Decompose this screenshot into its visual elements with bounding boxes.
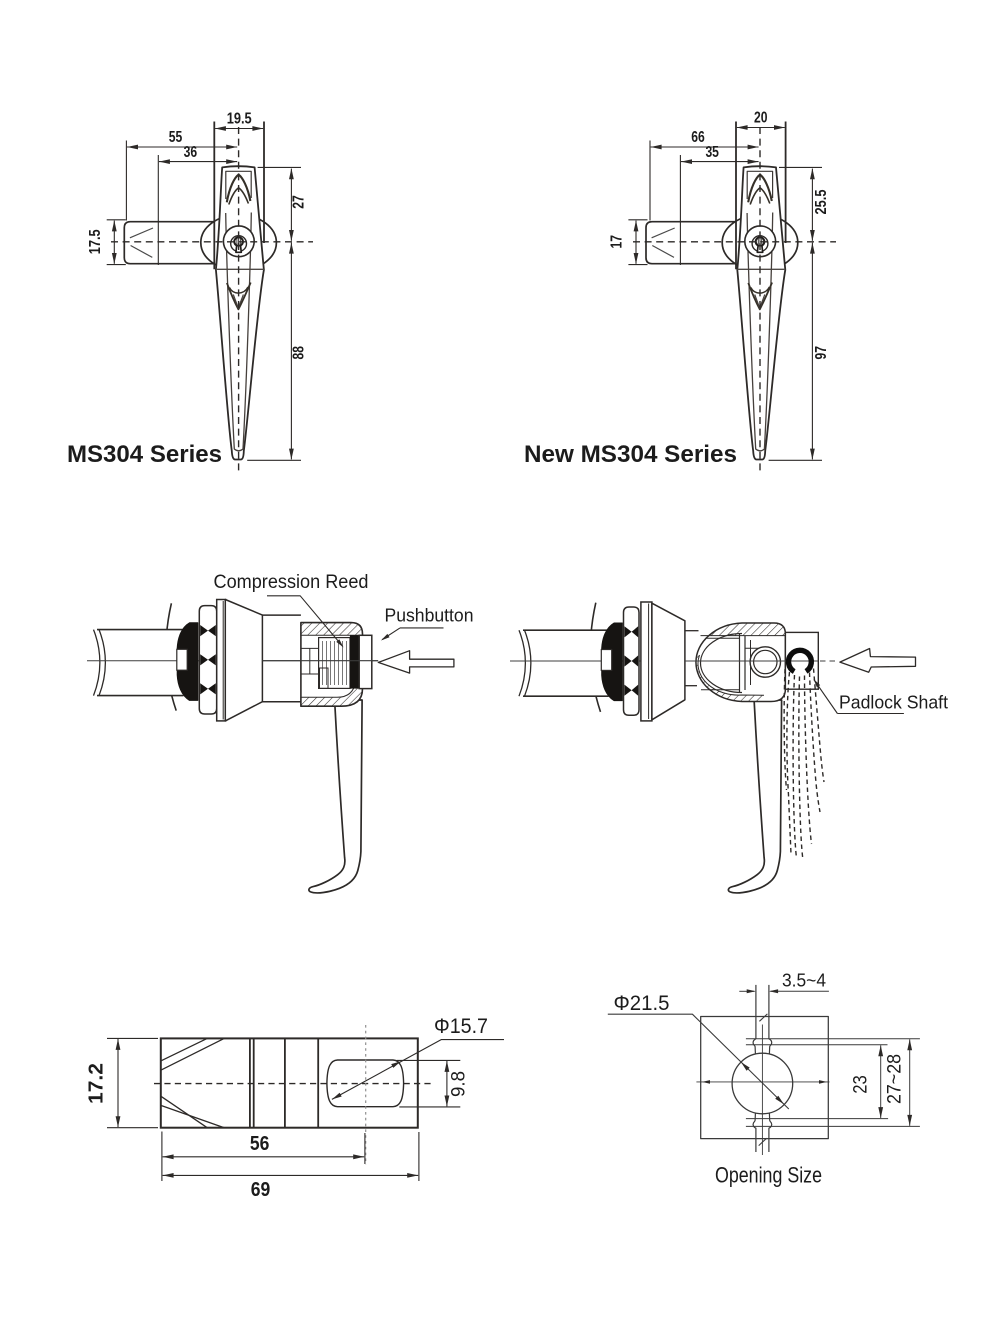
svg-text:66: 66 — [691, 129, 705, 146]
svg-text:17.5: 17.5 — [87, 229, 104, 254]
svg-text:9.8: 9.8 — [448, 1071, 470, 1097]
svg-text:35: 35 — [705, 144, 719, 161]
svg-text:56: 56 — [250, 1133, 270, 1155]
svg-text:17.2: 17.2 — [86, 1063, 108, 1104]
svg-text:27: 27 — [291, 195, 308, 209]
svg-text:69: 69 — [251, 1179, 271, 1201]
svg-text:17: 17 — [609, 235, 626, 249]
svg-text:Pushbutton: Pushbutton — [385, 605, 474, 625]
svg-text:97: 97 — [813, 346, 830, 360]
svg-text:Compression Reed: Compression Reed — [214, 571, 369, 593]
svg-text:3.5~4: 3.5~4 — [782, 971, 826, 991]
svg-text:25.5: 25.5 — [813, 189, 830, 214]
svg-text:Opening Size: Opening Size — [715, 1163, 822, 1188]
svg-text:Φ21.5: Φ21.5 — [614, 991, 670, 1015]
svg-text:Φ15.7: Φ15.7 — [434, 1015, 488, 1038]
svg-text:MS304 Series: MS304 Series — [67, 441, 222, 468]
svg-text:19.5: 19.5 — [227, 111, 252, 128]
svg-text:88: 88 — [291, 346, 308, 360]
svg-text:23: 23 — [851, 1075, 872, 1094]
svg-text:55: 55 — [169, 129, 183, 146]
svg-text:27~28: 27~28 — [885, 1054, 906, 1104]
svg-text:New MS304 Series: New MS304 Series — [524, 441, 737, 468]
svg-text:Padlock Shaft: Padlock Shaft — [839, 693, 948, 713]
svg-text:36: 36 — [184, 144, 198, 161]
svg-text:20: 20 — [754, 110, 768, 127]
